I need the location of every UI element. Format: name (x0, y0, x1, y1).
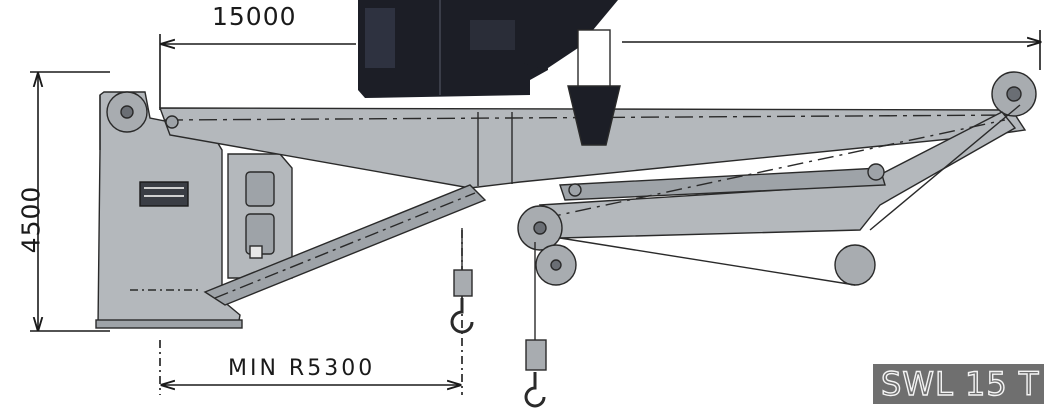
swl-label: SWL 15 T (880, 364, 1040, 403)
dimension-height-label: 4500 (16, 185, 46, 254)
operator-cabin (227, 153, 293, 279)
dimension-line-height (30, 71, 110, 332)
swl-badge: SWL 15 T (873, 364, 1044, 404)
dimension-top-label: 15000 (212, 2, 297, 31)
knuckle-arm (538, 104, 1021, 286)
hook-min-radius (450, 228, 474, 334)
ship-superstructure (358, 0, 618, 98)
dimension-line-radius (159, 230, 463, 395)
luffing-cylinder (203, 184, 487, 306)
sheave-block (517, 205, 577, 286)
upper-hook-block (567, 29, 621, 146)
dimension-radius-label: MIN R5300 (228, 356, 376, 381)
dimension-line-top (159, 30, 1040, 110)
crane-housing (95, 91, 243, 329)
hook-main (524, 242, 547, 408)
main-jib (158, 71, 1037, 189)
